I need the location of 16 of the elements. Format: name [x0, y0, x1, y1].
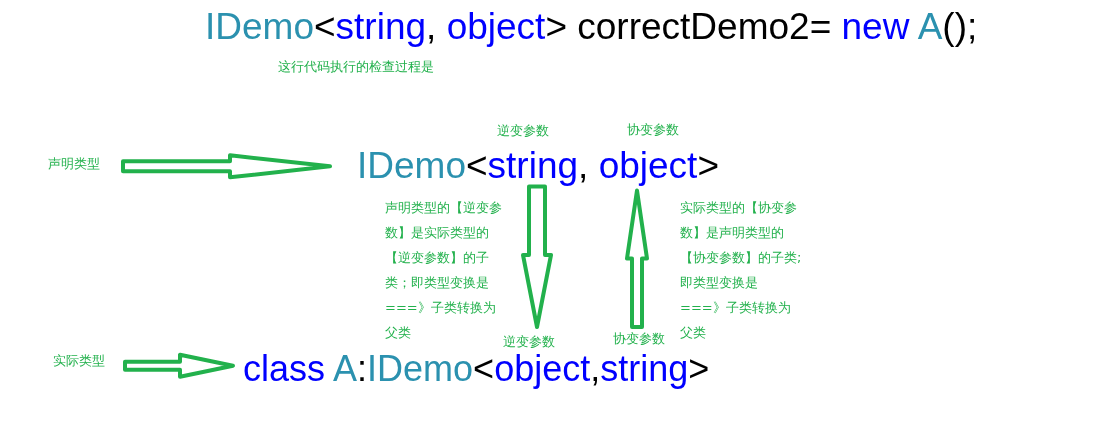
block-arrow: [123, 352, 235, 379]
parameter-label: 协变参数: [613, 331, 665, 347]
code-heading: IDemo<string, object> correctDemo2= new A();: [205, 6, 978, 49]
explanation-text: 声明类型的【逆变参数】是实际类型的【逆变参数】的子类；即类型变换是===》子类转换为父类: [385, 199, 503, 342]
parameter-label: 逆变参数: [497, 123, 549, 139]
code-line: class A:IDemo<object,string>: [243, 348, 710, 390]
type-label: 声明类型: [48, 156, 100, 172]
parameter-label: 协变参数: [627, 122, 679, 138]
explanation-text: 实际类型的【协变参数】是声明类型的【协变参数】的子类;即类型变换是===》子类转换为父类: [680, 199, 802, 342]
block-arrow: [121, 153, 332, 180]
note-text: 这行代码执行的检查过程是: [278, 59, 434, 75]
block-arrow: [625, 188, 649, 329]
code-line: IDemo<string, object>: [357, 145, 719, 188]
parameter-label: 逆变参数: [503, 334, 555, 350]
type-label: 实际类型: [53, 353, 105, 369]
block-arrow: [521, 184, 553, 329]
